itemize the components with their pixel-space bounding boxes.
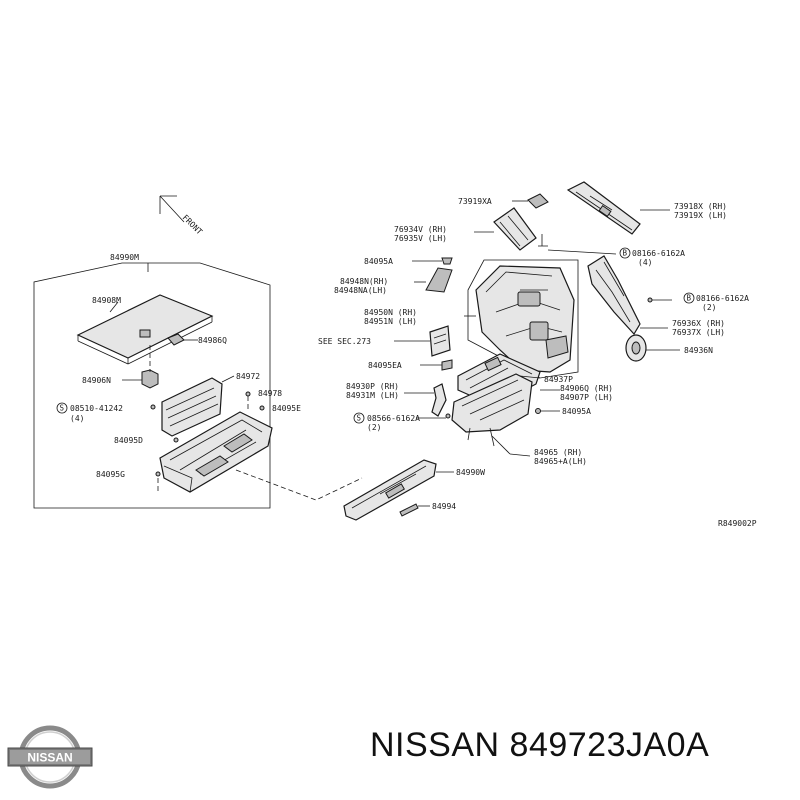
label-84990W: 84990W xyxy=(456,468,485,477)
label-84906N: 84906N xyxy=(82,376,111,385)
label-84908M: 84908M xyxy=(92,296,121,305)
clip-84095A-low xyxy=(535,408,541,414)
support-84906N xyxy=(141,369,159,389)
circled-mark-S2: S xyxy=(353,412,365,424)
label-84948NA: 84948NA(LH) xyxy=(334,286,387,295)
label-84965: 84965 (RH) xyxy=(534,448,582,457)
clip-84994 xyxy=(399,503,419,517)
svg-text:S: S xyxy=(357,414,362,423)
label-08566: 08566-6162A xyxy=(367,414,420,423)
label-84951N: 84951N (LH) xyxy=(364,317,417,326)
lamp-84948N xyxy=(425,267,453,293)
label-84095G: 84095G xyxy=(96,470,125,479)
label-76936X: 76936X (RH) xyxy=(672,319,725,328)
board-handle xyxy=(139,329,151,338)
label-84931M: 84931M (LH) xyxy=(346,391,399,400)
diagram-ref-code: R849002P xyxy=(718,519,757,528)
label-84936N: 84936N xyxy=(684,346,713,355)
logo-text: NISSAN xyxy=(27,751,72,765)
label-84972: 84972 xyxy=(236,372,260,381)
label-84095A-low: 84095A xyxy=(562,407,591,416)
label-84950N: 84950N (RH) xyxy=(364,308,417,317)
label-84907P: 84907P (LH) xyxy=(560,393,613,402)
part-number-title: NISSAN 849723JA0A xyxy=(370,726,710,764)
bracket-84930P xyxy=(431,383,447,417)
label-08510: 08510-41242 xyxy=(70,404,123,413)
front-arrow: FRONT xyxy=(159,195,205,237)
label-08166-b: 08166-6162A xyxy=(696,294,749,303)
duct-sec273 xyxy=(429,325,451,357)
label-76935V: 76935V (LH) xyxy=(394,234,447,243)
label-84095D: 84095D xyxy=(114,436,143,445)
clip-84095A-top xyxy=(441,257,453,265)
label-84095E: 84095E xyxy=(272,404,301,413)
label-sec273: SEE SEC.273 xyxy=(318,337,371,346)
label-84994: 84994 xyxy=(432,502,456,511)
label-84990M: 84990M xyxy=(110,253,139,262)
part-labels: 84990M 84908M 84986Q 84906N 84972 84978 … xyxy=(70,197,757,528)
pin-small xyxy=(538,234,548,247)
nissan-logo: NISSAN xyxy=(7,725,93,789)
svg-text:S: S xyxy=(60,404,65,413)
label-73918X: 73918X (RH) xyxy=(674,202,727,211)
label-84978: 84978 xyxy=(258,389,282,398)
circled-mark-S1: S xyxy=(56,402,68,414)
front-label: FRONT xyxy=(181,213,205,237)
bolt-08566 xyxy=(445,413,451,419)
clip-84978 xyxy=(245,391,251,397)
clip-73919XA xyxy=(527,193,549,209)
bolt-08510 xyxy=(150,404,156,410)
label-08166-b-qty: (2) xyxy=(702,303,716,312)
label-08510-qty: (4) xyxy=(70,414,84,423)
clip-84095EA xyxy=(441,359,453,371)
clip-84095G xyxy=(155,471,161,477)
label-73919XA: 73919XA xyxy=(458,197,492,206)
clip-84095D xyxy=(173,437,179,443)
left-group-outline xyxy=(33,262,271,509)
svg-text:B: B xyxy=(687,294,692,303)
side-trim-84950N xyxy=(475,265,575,373)
label-73919X: 73919X (LH) xyxy=(674,211,727,220)
svg-text:B: B xyxy=(623,249,628,258)
circled-mark-B2: B xyxy=(683,292,695,304)
label-84095A-top: 84095A xyxy=(364,257,393,266)
label-08166-a-qty: (4) xyxy=(638,258,652,267)
label-76934V: 76934V (RH) xyxy=(394,225,447,234)
floor-bracket-84965 xyxy=(451,373,533,433)
label-84948N: 84948N(RH) xyxy=(340,277,388,286)
circled-mark-B1: B xyxy=(619,247,631,259)
label-84930P: 84930P (RH) xyxy=(346,382,399,391)
label-08166-a: 08166-6162A xyxy=(632,249,685,258)
right-group-outline xyxy=(467,259,579,379)
label-84965A: 84965+A(LH) xyxy=(534,457,587,466)
clip-84095E xyxy=(259,405,265,411)
label-76937X: 76937X (LH) xyxy=(672,328,725,337)
upper-trim-76934V xyxy=(493,207,537,251)
floor-box-84972 xyxy=(159,411,273,493)
label-84906Q: 84906Q (RH) xyxy=(560,384,613,393)
label-08566-qty: (2) xyxy=(367,423,381,432)
label-84937P: 84937P xyxy=(544,375,573,384)
label-84095EA: 84095EA xyxy=(368,361,402,370)
label-84986Q: 84986Q xyxy=(198,336,227,345)
